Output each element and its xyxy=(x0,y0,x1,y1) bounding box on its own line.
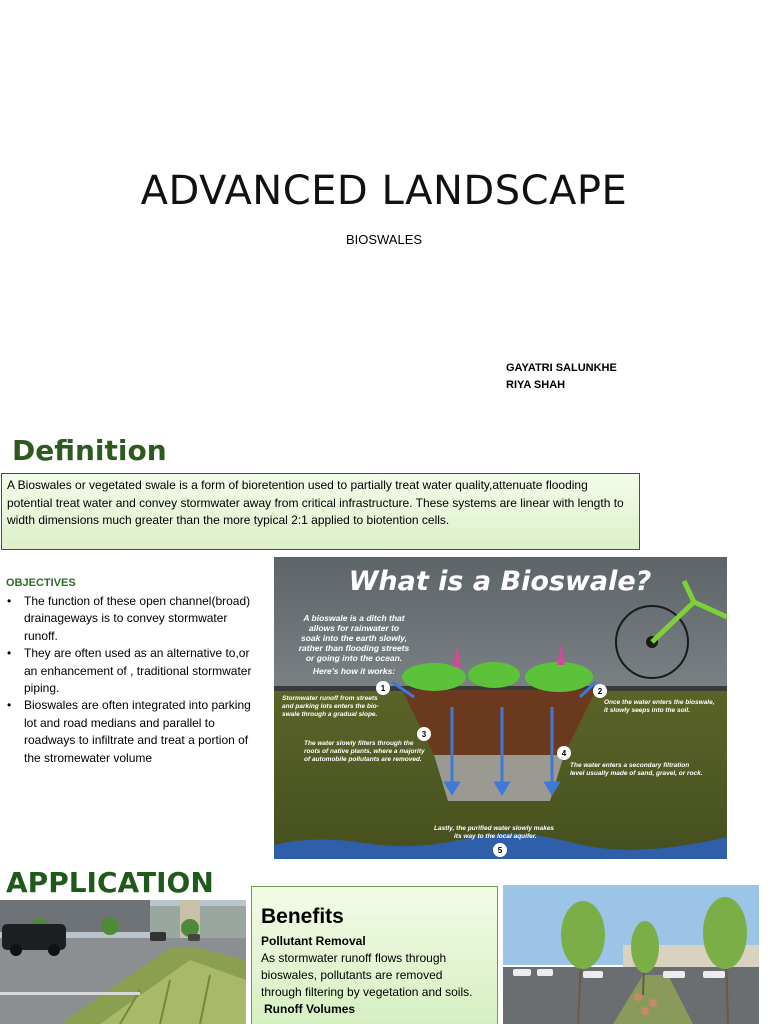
step-text: and parking lots enters the bio- xyxy=(282,703,379,710)
list-item: They are often used as an alternative to… xyxy=(6,645,264,697)
author-name: GAYATRI SALUNKHE xyxy=(506,362,617,374)
list-item: Bioswales are often integrated into park… xyxy=(6,697,264,767)
definition-heading: Definition xyxy=(12,434,167,467)
presentation-subtitle: BIOSWALES xyxy=(345,232,423,247)
flower-icon xyxy=(557,643,565,665)
diagram-title: What is a Bioswale? xyxy=(349,566,652,597)
diagram-how-label: Here's how it works: xyxy=(313,666,395,676)
author-list: GAYATRI SALUNKHE RIYA SHAH xyxy=(506,360,617,394)
street-scene-illustration xyxy=(0,900,246,1024)
benefit-subheading: Runoff Volumes xyxy=(264,1002,356,1016)
step-text: it slowly seeps into the soil. xyxy=(604,707,690,714)
benefit-text: bioswales, pollutants are removed xyxy=(261,968,443,982)
step-text: level usually made of sand, gravel, or r… xyxy=(570,770,703,777)
step-number: 3 xyxy=(422,730,427,739)
flow-arrows xyxy=(391,680,598,796)
title-slide: ADVANCED LANDSCAPE BIOSWALES GAYATRI SAL… xyxy=(0,0,768,420)
step-text: swale through a gradual slope. xyxy=(282,711,378,718)
step-text: Lastly, the purified water slowly makes xyxy=(434,825,554,832)
diagram-intro-line: soak into the earth slowly, xyxy=(301,633,407,643)
diagram-intro-line: A bioswale is a ditch that xyxy=(302,613,405,623)
diagram-intro-line: rather than flooding streets xyxy=(299,643,410,653)
native-plants xyxy=(402,662,593,692)
step-text: of automobile pollutants are removed. xyxy=(304,756,422,763)
benefits-title: Benefits xyxy=(261,905,344,928)
benefit-text: As stormwater runoff flows through xyxy=(261,951,447,965)
application-heading: APPLICATION xyxy=(6,866,214,899)
list-item: The function of these open channel(broad… xyxy=(6,593,264,645)
step-text: its way to the local aquifer. xyxy=(454,833,537,840)
step-text: The water enters a secondary filtration xyxy=(570,762,689,769)
step-number: 1 xyxy=(381,684,386,693)
bioswale-illustration: What is a Bioswale? A bioswale is a ditc… xyxy=(274,557,727,859)
step-number: 5 xyxy=(498,846,503,855)
suv-icon xyxy=(2,924,66,950)
step-text: The water slowly filters through the xyxy=(304,740,414,747)
step-number: 2 xyxy=(598,687,603,696)
objectives-heading: OBJECTIVES xyxy=(6,577,76,589)
step-number: 4 xyxy=(562,749,567,758)
author-name: RIYA SHAH xyxy=(506,379,566,391)
diagram-intro-line: allows for rainwater to xyxy=(309,623,399,633)
objectives-list: The function of these open channel(broad… xyxy=(6,593,264,767)
bioswale-infographic: What is a Bioswale? A bioswale is a ditc… xyxy=(274,557,727,859)
diagram-intro-line: or going into the ocean. xyxy=(306,653,402,663)
street-bioswale-photo xyxy=(0,900,246,1024)
parking-scene-illustration xyxy=(503,885,759,1024)
parking-lot-bioswale-photo xyxy=(503,885,759,1024)
benefit-subheading: Pollutant Removal xyxy=(261,934,366,948)
gravel-layer xyxy=(434,755,564,801)
swale-soil xyxy=(402,690,596,755)
benefit-text: through filtering by vegetation and soil… xyxy=(261,985,473,999)
step-text: Once the water enters the bioswale, xyxy=(604,699,715,706)
flower-icon xyxy=(453,645,461,667)
benefits-text-box: Benefits Pollutant Removal As stormwater… xyxy=(251,886,498,1024)
road-surface xyxy=(274,686,727,691)
step-text: roots of native plants, where a majority xyxy=(304,748,425,755)
definition-text-box: A Bioswales or vegetated swale is a form… xyxy=(1,473,640,550)
step-text: Stormwater runoff from streets xyxy=(282,695,378,702)
presentation-title: ADVANCED LANDSCAPE xyxy=(140,168,628,214)
